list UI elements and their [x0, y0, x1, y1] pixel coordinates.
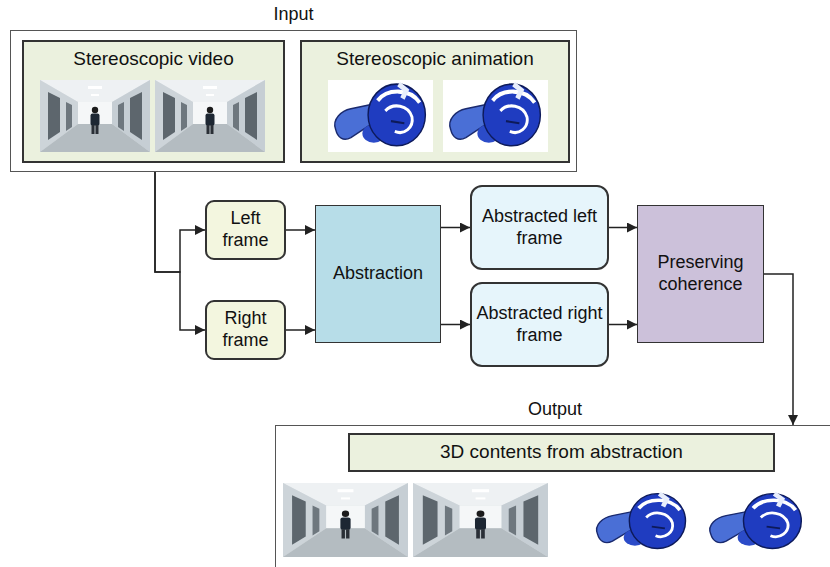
box-label: Abstracted left frame: [476, 206, 603, 249]
output-band: 3D contents from abstraction: [348, 433, 775, 472]
flow-arrow: [441, 227, 470, 229]
flow-arrow: [286, 329, 315, 331]
animation-thumbnail: [590, 490, 693, 554]
flow-arrow: [155, 172, 205, 272]
flow-arrow: [441, 324, 470, 326]
frame-box: Abstracted right frame: [470, 282, 609, 367]
heading-text: Stereoscopic video: [24, 48, 283, 71]
frame-box: Left frame: [205, 200, 286, 260]
flow-arrow: [286, 229, 315, 231]
box-label: Right frame: [211, 308, 280, 351]
animation-thumbnail: [443, 80, 548, 152]
box-label: Abstracted right frame: [476, 303, 603, 346]
heading-text: Output: [276, 399, 830, 421]
heading-text: Stereoscopic animation: [302, 48, 568, 71]
animation-thumbnail: [328, 80, 433, 152]
box-label: 3D contents from abstraction: [440, 441, 683, 464]
input-group: Stereoscopic animation: [300, 40, 570, 163]
frame-box: Abstracted left frame: [470, 185, 609, 270]
animation-thumbnail: [703, 490, 809, 554]
input-panel: Stereoscopic video Stereoscopic animation…: [10, 30, 577, 172]
heading-holder: Stereoscopic animation: [302, 48, 568, 71]
video-thumbnail: [413, 483, 548, 557]
box-label: Left frame: [211, 208, 280, 251]
flow-arrow: [155, 172, 205, 330]
process-box: Preserving coherence: [637, 205, 764, 343]
process-box: Abstraction: [315, 205, 441, 343]
input-group: Stereoscopic video: [22, 40, 285, 163]
heading-text: Input: [11, 4, 576, 26]
video-thumbnail: [40, 80, 150, 152]
flow-arrow: [764, 274, 793, 425]
frame-box: Right frame: [205, 300, 286, 360]
output-panel: 3D contents from abstractionOutput: [275, 425, 830, 567]
heading-holder: Stereoscopic video: [24, 48, 283, 71]
flow-arrow: [609, 324, 637, 326]
box-label: Preserving coherence: [642, 252, 759, 295]
video-thumbnail: [155, 80, 265, 152]
video-thumbnail: [283, 483, 408, 557]
box-label: Abstraction: [333, 263, 423, 285]
heading-holder: Input: [11, 4, 576, 26]
heading-holder: Output: [276, 399, 830, 421]
flow-arrow: [609, 227, 637, 229]
